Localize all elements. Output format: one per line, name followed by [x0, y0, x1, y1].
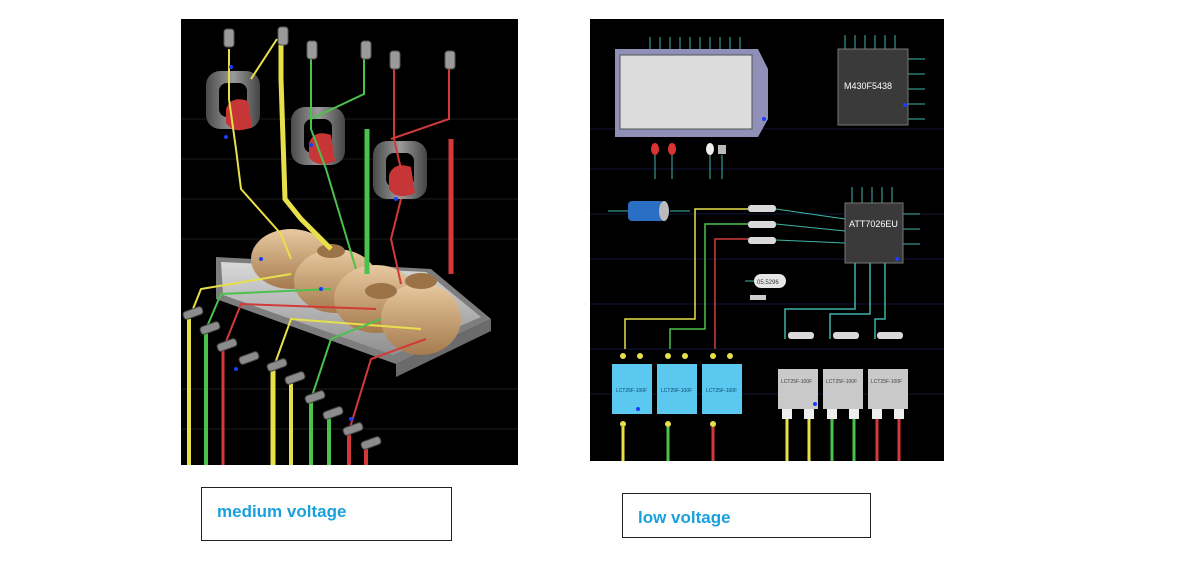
- sensor-label-3: LCT25F-100F: [706, 388, 737, 394]
- resistor-icon: [748, 205, 846, 244]
- medium-voltage-image: [181, 19, 518, 465]
- crystal-label: 05.5296: [757, 280, 779, 286]
- resistor-icon: [788, 332, 903, 339]
- lcd-display-icon: [615, 37, 768, 137]
- led-indicators: [651, 143, 726, 179]
- battery-icon: [608, 201, 690, 221]
- meter-chip-label: ATT7026EU: [849, 219, 898, 229]
- low-voltage-diagram: M430F5438 ATT7026EU: [590, 35, 944, 461]
- output-connectors: [182, 306, 382, 450]
- signal-traces: [624, 208, 886, 349]
- low-voltage-caption-box: low voltage: [622, 493, 871, 538]
- sensor-label-1: LCT25F-100F: [616, 388, 647, 394]
- sensor-label-2: LCT25F-100F: [661, 388, 692, 394]
- crystal-oscillator-icon: 05.5296: [745, 274, 786, 300]
- medium-voltage-diagram: [181, 26, 518, 465]
- marker-dots: [224, 65, 398, 421]
- marker-dots: [636, 103, 907, 411]
- ct-label-1: LCT25F-100F: [781, 379, 812, 385]
- low-voltage-caption: low voltage: [638, 508, 731, 527]
- low-voltage-image: M430F5438 ATT7026EU: [590, 19, 944, 461]
- ct-label-2: LCT25F-100F: [826, 379, 857, 385]
- ic-chip-icon: M430F5438: [837, 35, 925, 126]
- voltage-sensor-modules: LCT25F-100F LCT25F-100F LCT25F-100F: [612, 353, 742, 427]
- medium-voltage-caption: medium voltage: [217, 502, 347, 521]
- ct-label-3: LCT25F-100F: [871, 379, 902, 385]
- ic-chip-icon: ATT7026EU: [844, 187, 920, 264]
- medium-voltage-caption-box: medium voltage: [201, 487, 452, 541]
- mcu-chip-label: M430F5438: [844, 81, 892, 91]
- current-sensor-modules: LCT25F-100F LCT25F-100F LCT25F-100F: [778, 369, 908, 419]
- terminal-connector-icon: [223, 26, 456, 70]
- output-leads: [621, 419, 901, 461]
- phase-wires: [187, 34, 454, 465]
